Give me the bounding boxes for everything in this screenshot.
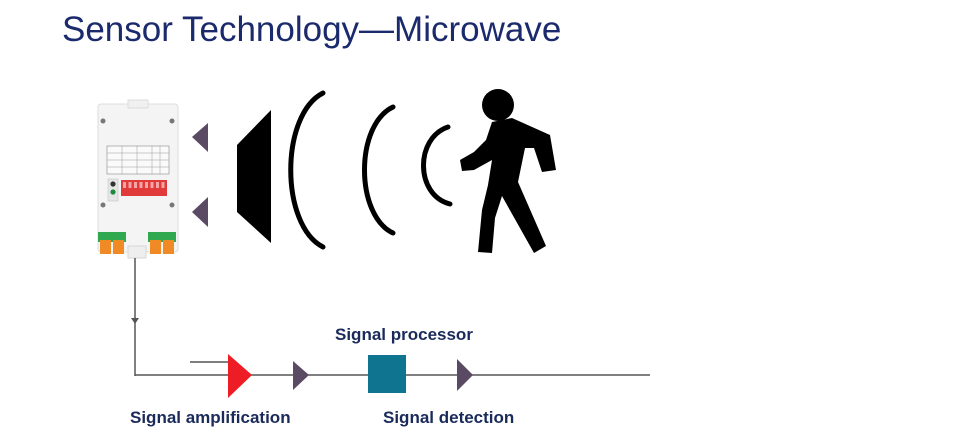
slide-title: Sensor Technology—Microwave [62,10,562,49]
wave-arc-small-icon [421,124,453,207]
detection-arrow-icon [457,359,473,391]
signal-amplification-label: Signal amplification [130,408,291,427]
signal-processor-block [368,355,406,393]
signal-arrow-icon [293,361,309,390]
transmitter-horn-icon [237,110,271,243]
receive-arrow-icon [192,197,208,227]
wave-arc-medium-icon [362,104,396,236]
emit-arrow-icon [192,123,208,152]
amplifier-triangle-icon [228,354,252,398]
microwave-sensor-module [97,99,179,259]
signal-detection-label: Signal detection [383,408,515,427]
wave-arc-large-icon [288,90,326,250]
signal-processor-label: Signal processor [335,325,473,344]
walking-person-icon [460,89,556,253]
